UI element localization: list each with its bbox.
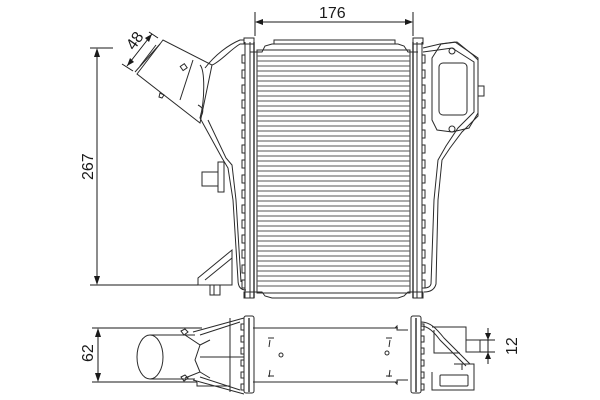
dimension-outlet-offset: 12 — [480, 328, 521, 364]
top-view: 62 12 — [80, 315, 521, 395]
bottom-rail — [250, 291, 418, 299]
core-outline — [256, 49, 411, 294]
core-fins — [257, 55, 410, 287]
dimension-width: 176 — [254, 5, 414, 36]
right-header — [412, 37, 426, 299]
dimension-height: 267 — [80, 47, 198, 286]
left-header — [241, 37, 255, 299]
inlet-diameter-label: 48 — [123, 29, 147, 53]
dimension-depth: 62 — [80, 327, 202, 383]
top-core-edges — [253, 324, 408, 386]
top-rail — [250, 43, 418, 53]
outlet-offset-label: 12 — [504, 337, 521, 355]
top-rail-lip — [273, 39, 396, 44]
front-view: 176 267 48 — [80, 5, 485, 299]
inlet-pipe — [134, 39, 247, 296]
depth-label: 62 — [80, 344, 97, 362]
height-label: 267 — [80, 153, 97, 180]
width-label: 176 — [319, 5, 346, 22]
outlet-flange — [422, 41, 485, 293]
